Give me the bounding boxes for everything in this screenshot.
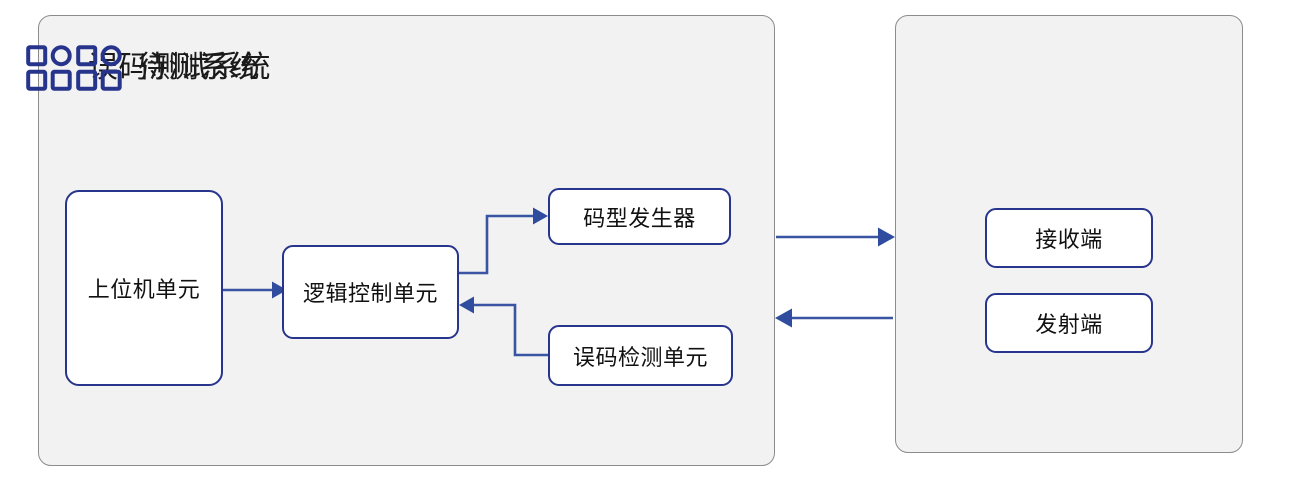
box-pattern-generator[interactable]: 码型发生器 [548,188,731,245]
box-logic-unit[interactable]: 逻辑控制单元 [282,245,459,339]
box-error-detector[interactable]: 误码检测单元 [548,325,733,386]
connector-dut-to-test [775,308,893,328]
panel-dut-system-header: 待测系统 [76,45,260,91]
box-transmitter[interactable]: 发射端 [985,293,1153,353]
box-host-unit[interactable]: 上位机单元 [65,190,223,386]
grid-2x2-circle-icon [76,45,122,91]
connector-test-to-dut [776,227,895,247]
grid-2x2-circle-icon [26,45,72,91]
box-receiver[interactable]: 接收端 [985,208,1153,268]
panel-dut-system-title: 待测系统 [138,51,260,84]
